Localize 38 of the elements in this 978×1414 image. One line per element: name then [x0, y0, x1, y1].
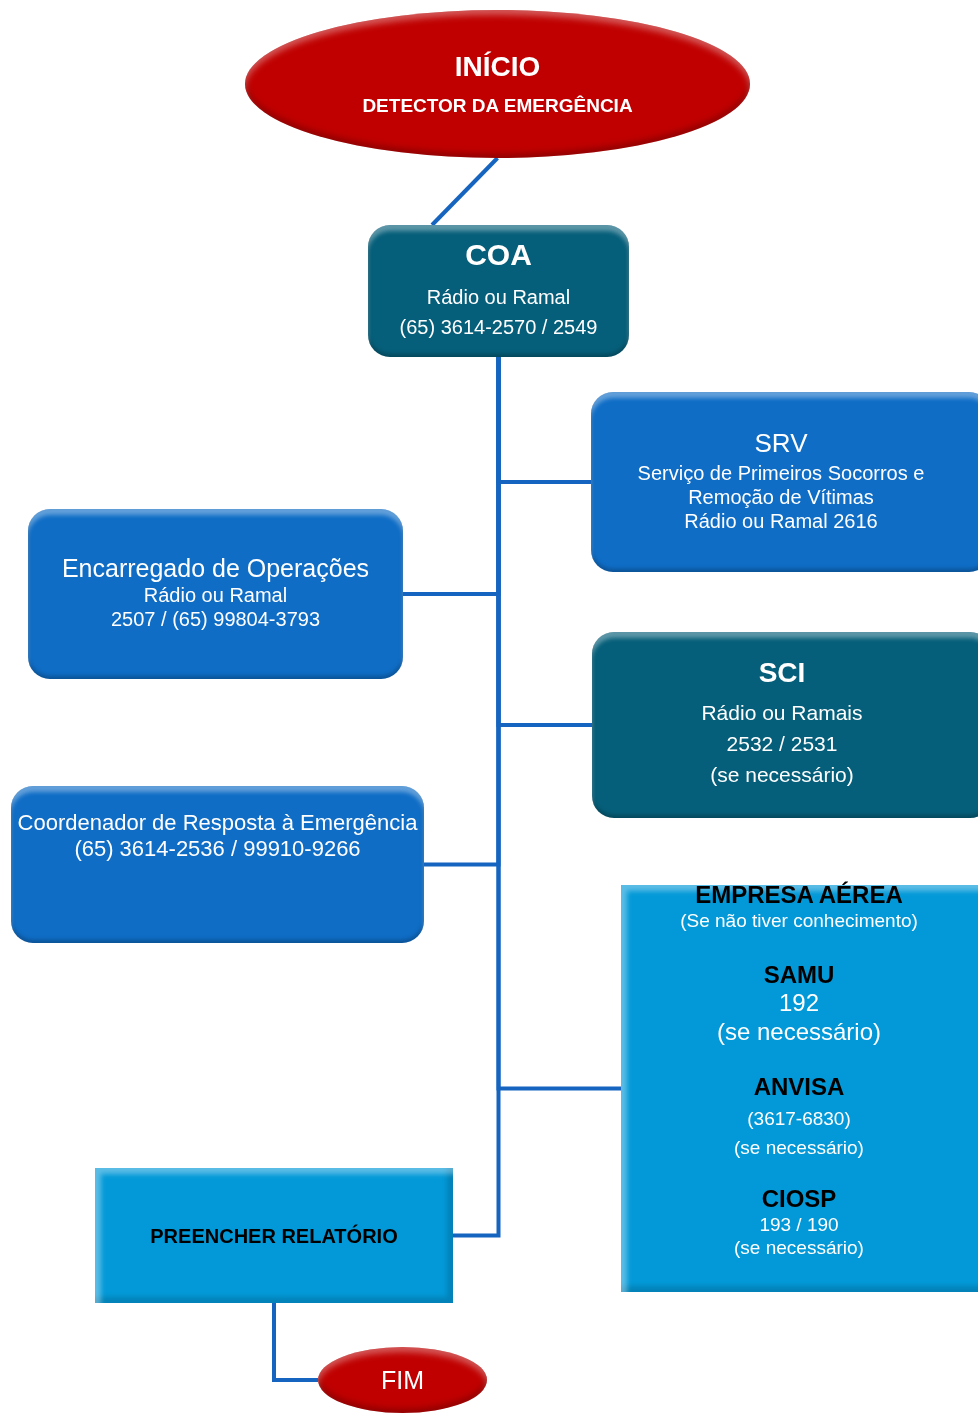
node-text: (65) 3614-2536 / 99910-9266: [74, 836, 361, 863]
node-text: (se necessário): [734, 1136, 864, 1160]
node-title: EMPRESA AÉREA: [695, 881, 903, 910]
process-box: [95, 1168, 453, 1303]
start-label: INÍCIO: [454, 49, 541, 84]
node-title: Coordenador de Resposta à Emergência: [17, 810, 418, 837]
node-text: CIOSP: [761, 1185, 837, 1215]
node-text: ANVISA: [753, 1073, 845, 1102]
node-text: Serviço de Primeiros Socorros e Remoção de Vítimas: [636, 461, 926, 510]
node-text: (se necessário): [734, 1236, 864, 1260]
node-text: Rádio ou Ramal: [143, 583, 288, 607]
node-title: SRV: [754, 428, 808, 460]
node-text: 2507 / (65) 99804-3793: [110, 607, 321, 631]
connector-line: [430, 156, 499, 227]
node-text: (se necessário): [710, 761, 854, 788]
process-box: [28, 509, 403, 679]
node-text: (65) 3614-2570 / 2549: [399, 315, 598, 339]
connector-line: [272, 1303, 318, 1382]
node-text: Rádio ou Ramais: [701, 699, 863, 725]
node-title: FIM: [380, 1365, 424, 1395]
node-text: 2532 / 2531: [726, 730, 838, 756]
node-text: SAMU: [763, 960, 835, 990]
process-box: [11, 786, 424, 943]
node-title: Encarregado de Operações: [61, 553, 370, 583]
node-text: 192: [778, 989, 819, 1019]
node-text: (3617-6830): [747, 1107, 851, 1131]
process-box: [368, 225, 629, 357]
node-text: (Se não tiver conhecimento): [680, 909, 918, 933]
node-text: (se necessário): [716, 1018, 882, 1047]
node-text: Rádio ou Ramal 2616: [684, 509, 878, 534]
node-title: COA: [465, 237, 532, 273]
process-box: [591, 392, 978, 572]
node-title: PREENCHER RELATÓRIO: [150, 1223, 398, 1248]
process-box: [592, 632, 978, 818]
event-label: DETECTOR DA EMERGÊNCIA: [362, 95, 633, 119]
node-text: 193 / 190: [759, 1214, 839, 1237]
node-title: SCI: [758, 656, 806, 690]
node-text: Rádio ou Ramal: [426, 285, 571, 309]
